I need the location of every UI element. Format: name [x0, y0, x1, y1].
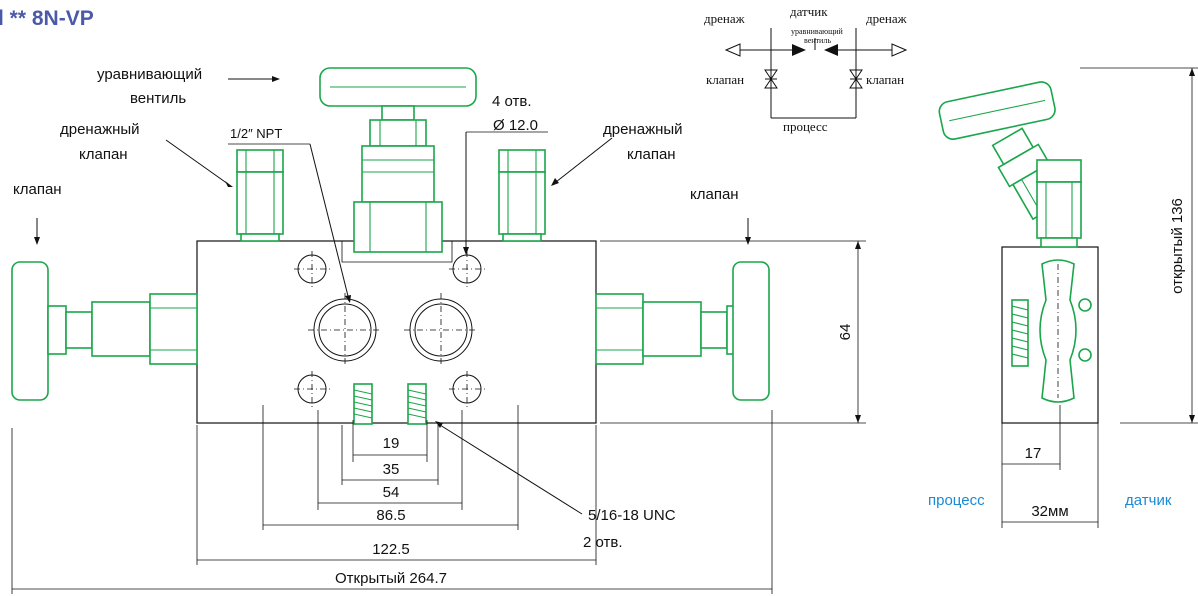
- schematic-process: процесс: [783, 119, 828, 134]
- label-equalizing-valve-2: вентиль: [130, 90, 186, 107]
- front-view-labels: уравнивающий вентиль дренажный клапан др…: [13, 66, 854, 587]
- mounting-holes: [294, 251, 485, 407]
- side-handle: [938, 81, 1056, 140]
- schematic-equalizing-2: вентиль: [804, 36, 831, 45]
- front-view: уравнивающий вентиль дренажный клапан др…: [11, 66, 866, 594]
- npt-ports: [308, 293, 478, 367]
- label-npt: 1/2″ NPT: [230, 126, 282, 141]
- label-drain-valve-left-1: дренажный: [60, 121, 140, 138]
- drain-valve-right: [498, 149, 546, 242]
- dim-open-total: Открытый 264.7: [335, 570, 447, 587]
- valve-left: [11, 261, 198, 401]
- dim-86-5: 86.5: [376, 507, 405, 524]
- schematic-drain-left: дренаж: [704, 11, 746, 26]
- dimensions: [11, 240, 866, 594]
- label-valve-left: клапан: [13, 181, 62, 198]
- label-valve-right: клапан: [690, 186, 739, 203]
- manifold-body: [196, 240, 597, 424]
- leaders: [34, 76, 751, 515]
- side-process-label: процесс: [928, 492, 985, 509]
- side-drain-valve: [1036, 159, 1082, 248]
- label-equalizing-valve-1: уравнивающий: [97, 66, 202, 83]
- label-unc-count: 2 отв.: [583, 534, 623, 551]
- top-notch: [341, 241, 453, 263]
- dim-19: 19: [383, 435, 400, 452]
- schematic: дренаж датчик дренаж уравнивающий вентил…: [704, 4, 908, 134]
- drawing-title: l ** 8N-VP: [0, 7, 94, 30]
- schematic-valve-left: клапан: [706, 72, 744, 87]
- schematic-drain-right: дренаж: [866, 11, 908, 26]
- schematic-equalizing-1: уравнивающий: [791, 27, 844, 36]
- side-sensor-label: датчик: [1125, 492, 1172, 509]
- label-holes-count: 4 отв.: [492, 93, 532, 110]
- label-drain-valve-left-2: клапан: [79, 146, 128, 163]
- dim-35: 35: [383, 461, 400, 478]
- label-drain-valve-right-1: дренажный: [603, 121, 683, 138]
- schematic-valve-right: клапан: [866, 72, 904, 87]
- side-dim-17: 17: [1025, 445, 1042, 462]
- side-view: открытый 136 17 32мм процесс датчик: [928, 67, 1198, 528]
- dim-54: 54: [383, 484, 400, 501]
- label-unc-thread: 5/16-18 UNC: [588, 507, 676, 524]
- drain-valve-left: [236, 149, 284, 242]
- dim-122-5: 122.5: [372, 541, 410, 558]
- title-prefix: l **: [0, 7, 32, 30]
- dim-height-64: 64: [837, 324, 854, 341]
- label-holes-dia: Ø 12.0: [493, 117, 538, 134]
- valve-right: [595, 261, 770, 401]
- side-open-height: открытый 136: [1169, 198, 1186, 294]
- title-model: 8N-VP: [32, 7, 94, 30]
- equalizing-valve: [319, 67, 477, 253]
- label-drain-valve-right-2: клапан: [627, 146, 676, 163]
- side-dim-width: 32мм: [1031, 503, 1068, 520]
- threaded-holes: [353, 383, 427, 425]
- schematic-sensor: датчик: [790, 4, 828, 19]
